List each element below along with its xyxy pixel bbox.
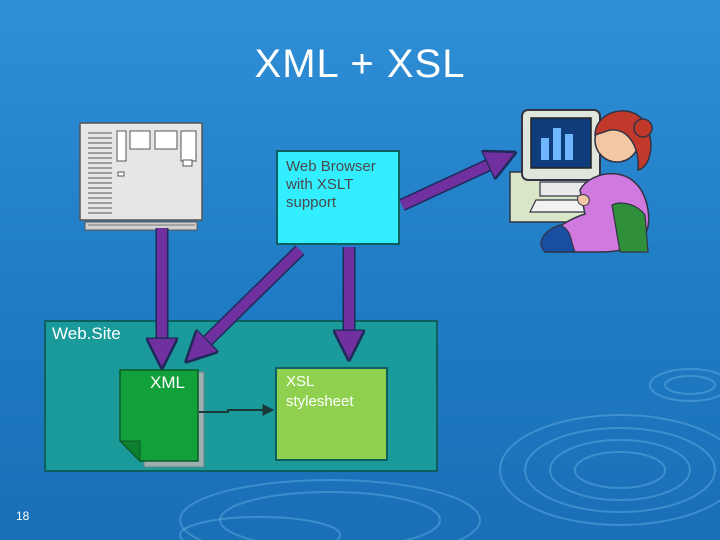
slide-title: XML + XSL [254,42,466,86]
xsl-stylesheet-box: XSL stylesheet [275,367,388,461]
slide-page-number: 18 [16,509,30,523]
web-browser-box: Web Browser with XSLT support [276,150,400,245]
browser-label-line-2: with XSLT [286,176,354,193]
browser-label-line-1: Web Browser [286,158,376,175]
xml-document-label: XML [150,373,185,392]
xsl-label-line-1: XSL [286,373,315,390]
browser-label-line-3: support [286,194,337,211]
xsl-label-line-2: stylesheet [286,393,354,410]
website-label: Web.Site [52,324,121,343]
